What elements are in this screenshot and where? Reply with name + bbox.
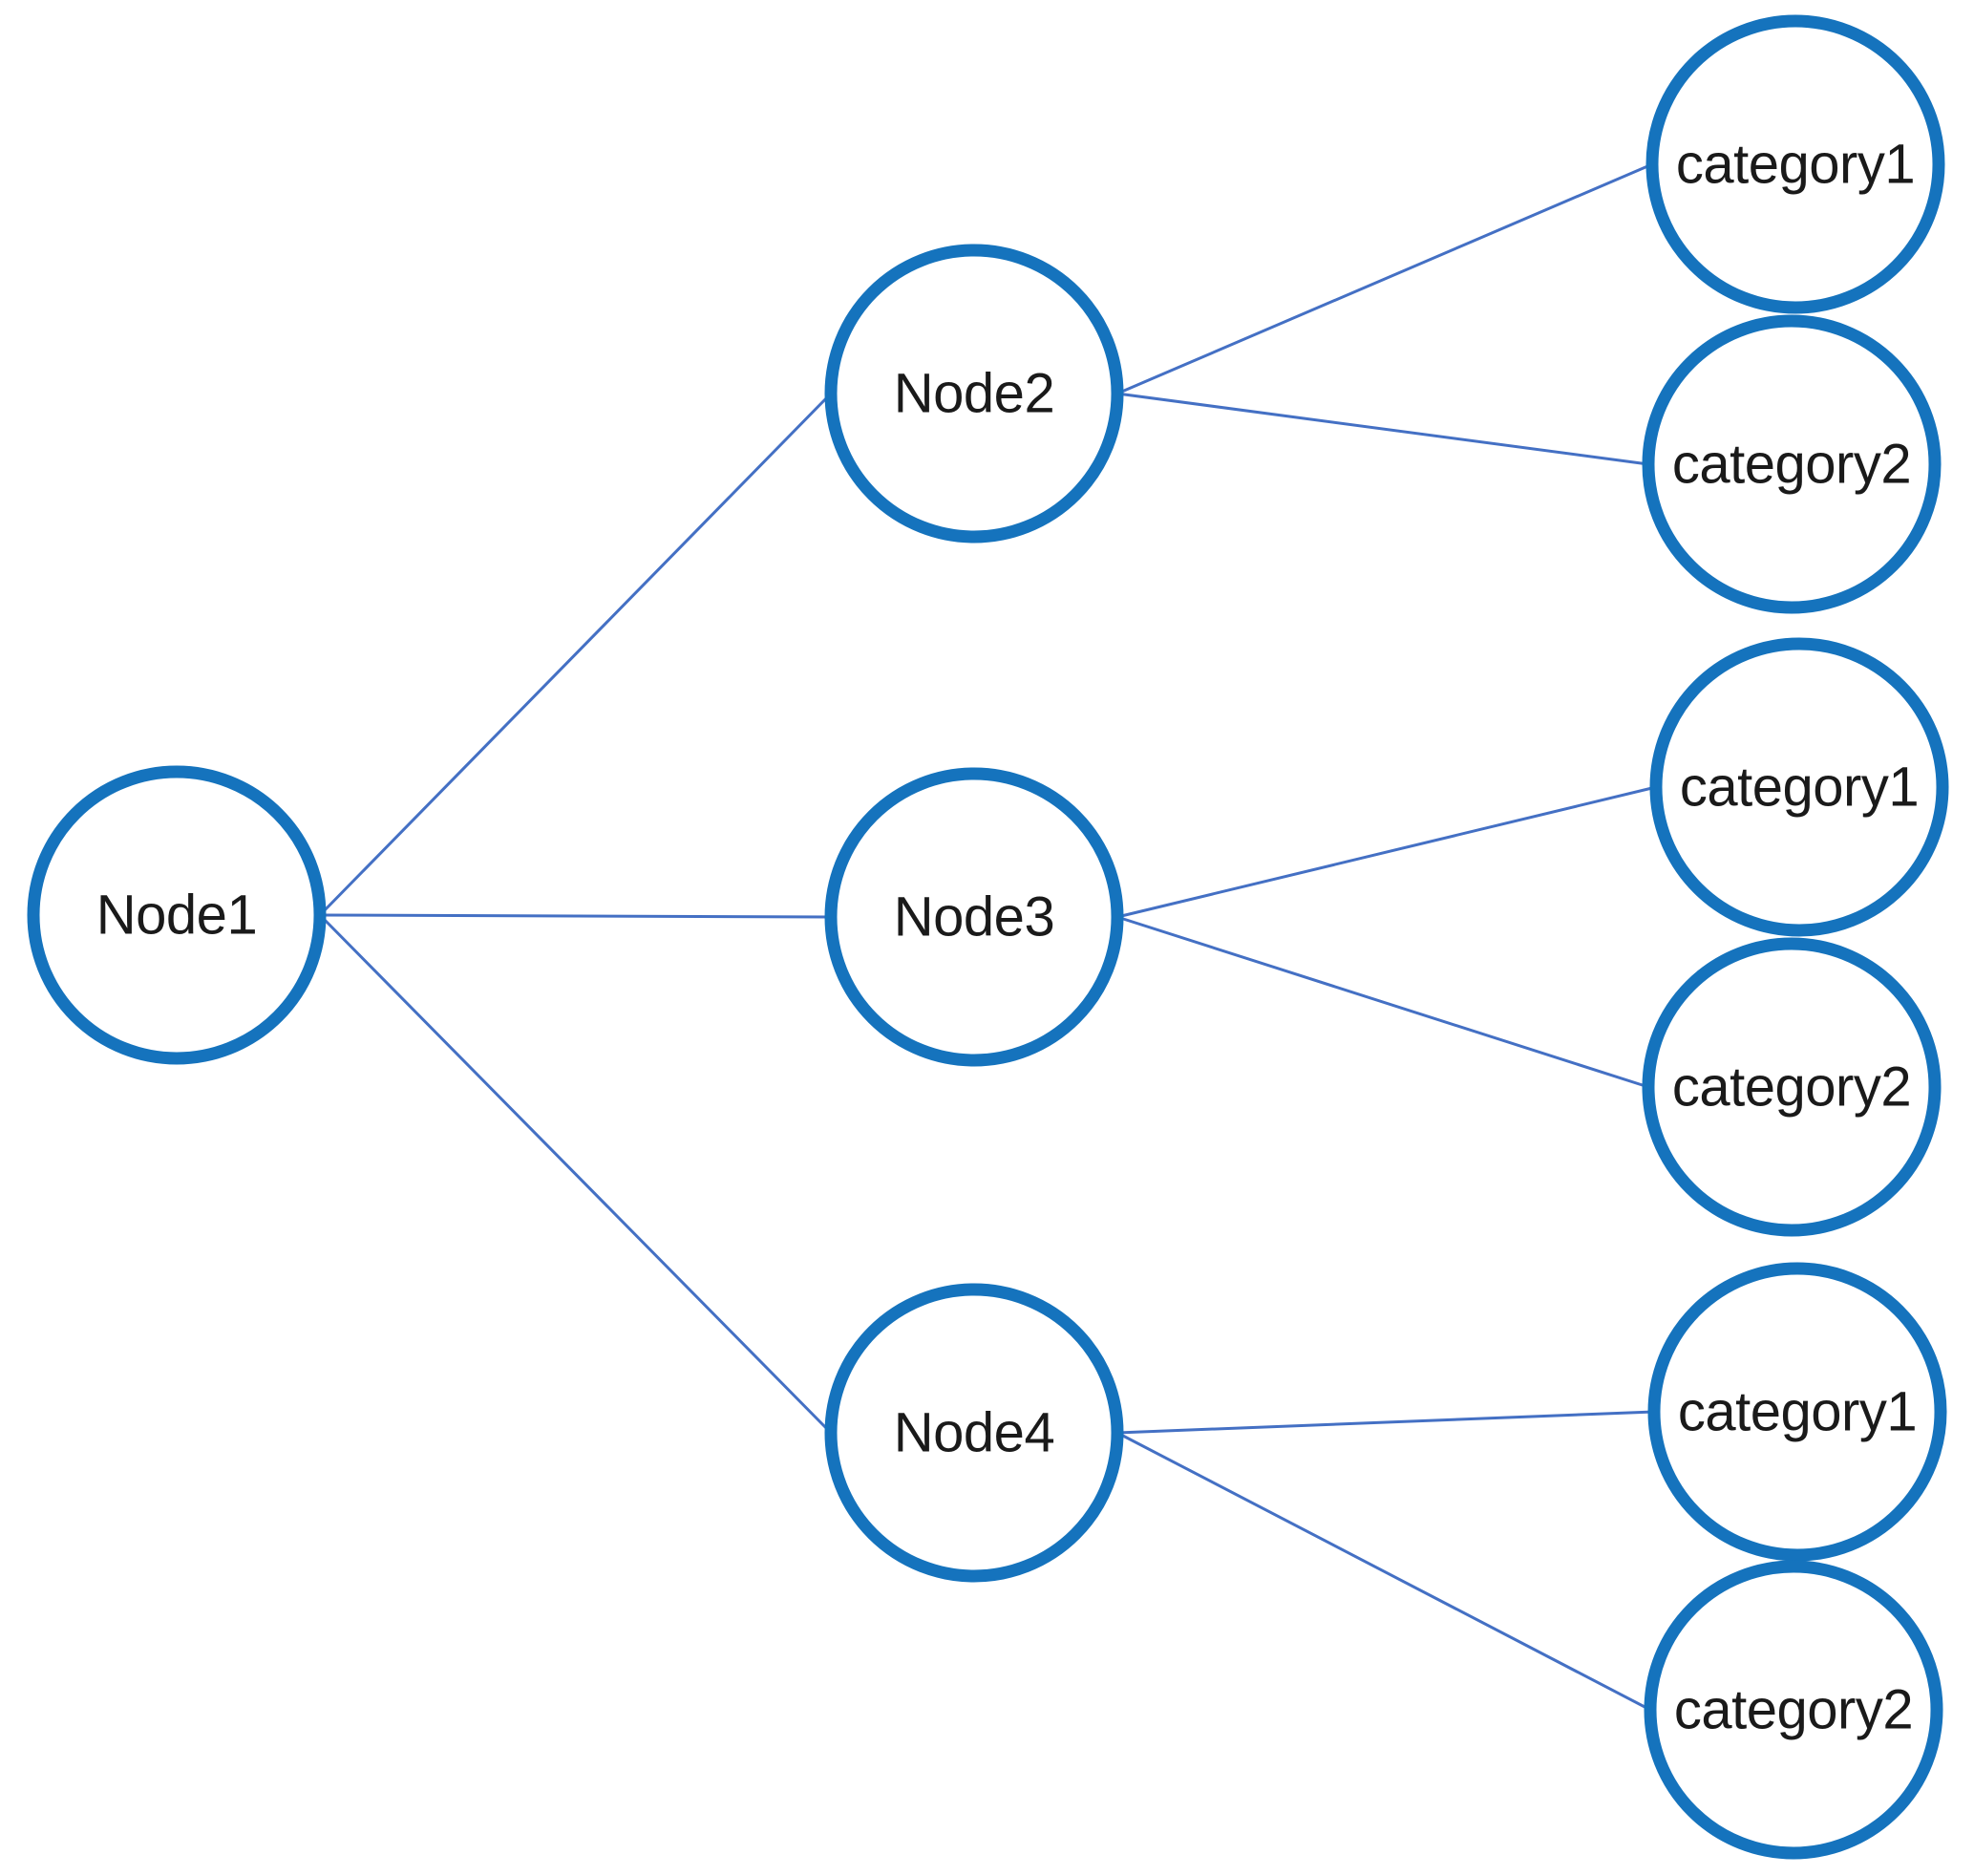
node-circle-node3 <box>824 767 1124 1067</box>
connector-node3-node3-category1 <box>1116 785 1657 919</box>
node-circle-node2 <box>824 244 1124 544</box>
diagram-node-node1: Node1 <box>27 765 327 1065</box>
node-label-node2-category2: category2 <box>1672 434 1911 496</box>
node-circle-node2-category2 <box>1642 314 1942 614</box>
node-label-node1: Node1 <box>96 885 257 947</box>
node-circle-node3-category2 <box>1642 937 1942 1237</box>
node-label-node3-category2: category2 <box>1672 1056 1911 1119</box>
node-label-node4-category1: category1 <box>1678 1381 1917 1443</box>
diagram-node-node4: Node4 <box>824 1283 1124 1583</box>
connector-node1-node2 <box>318 392 833 917</box>
connector-node2-node2-category2 <box>1116 392 1649 466</box>
diagram-node-node4-category1: category1 <box>1647 1262 1947 1562</box>
connector-node4-node4-category2 <box>1116 1431 1651 1712</box>
connector-node3-node3-category2 <box>1116 915 1649 1089</box>
diagram-node-node2-category1: category1 <box>1645 14 1945 314</box>
node-label-node2: Node2 <box>894 363 1054 425</box>
connector-node1-node3 <box>319 913 832 919</box>
node-label-node4: Node4 <box>894 1402 1054 1464</box>
diagram-node-node3-category1: category1 <box>1649 637 1949 937</box>
node-label-node4-category2: category2 <box>1674 1679 1913 1741</box>
diagram-node-node2-category2: category2 <box>1642 314 1942 614</box>
node-circle-node2-category1 <box>1645 14 1945 314</box>
node-label-node3-category1: category1 <box>1680 757 1919 819</box>
diagram-node-node2: Node2 <box>824 244 1124 544</box>
node-label-node3: Node3 <box>894 886 1054 949</box>
node-circle-node3-category1 <box>1649 637 1949 937</box>
node-circle-node4 <box>824 1283 1124 1583</box>
diagram-node-node4-category2: category2 <box>1644 1560 1943 1860</box>
node-circle-node4-category2 <box>1644 1560 1943 1860</box>
connector-node2-node2-category1 <box>1116 162 1653 395</box>
node-circle-node1 <box>27 765 327 1065</box>
diagram-node-node3: Node3 <box>824 767 1124 1067</box>
connector-node4-node4-category1 <box>1116 1410 1655 1435</box>
diagram-node-node3-category2: category2 <box>1642 937 1942 1237</box>
connector-node1-node4 <box>318 913 833 1435</box>
node-label-node2-category1: category1 <box>1676 134 1915 196</box>
node-circle-node4-category1 <box>1647 1262 1947 1562</box>
